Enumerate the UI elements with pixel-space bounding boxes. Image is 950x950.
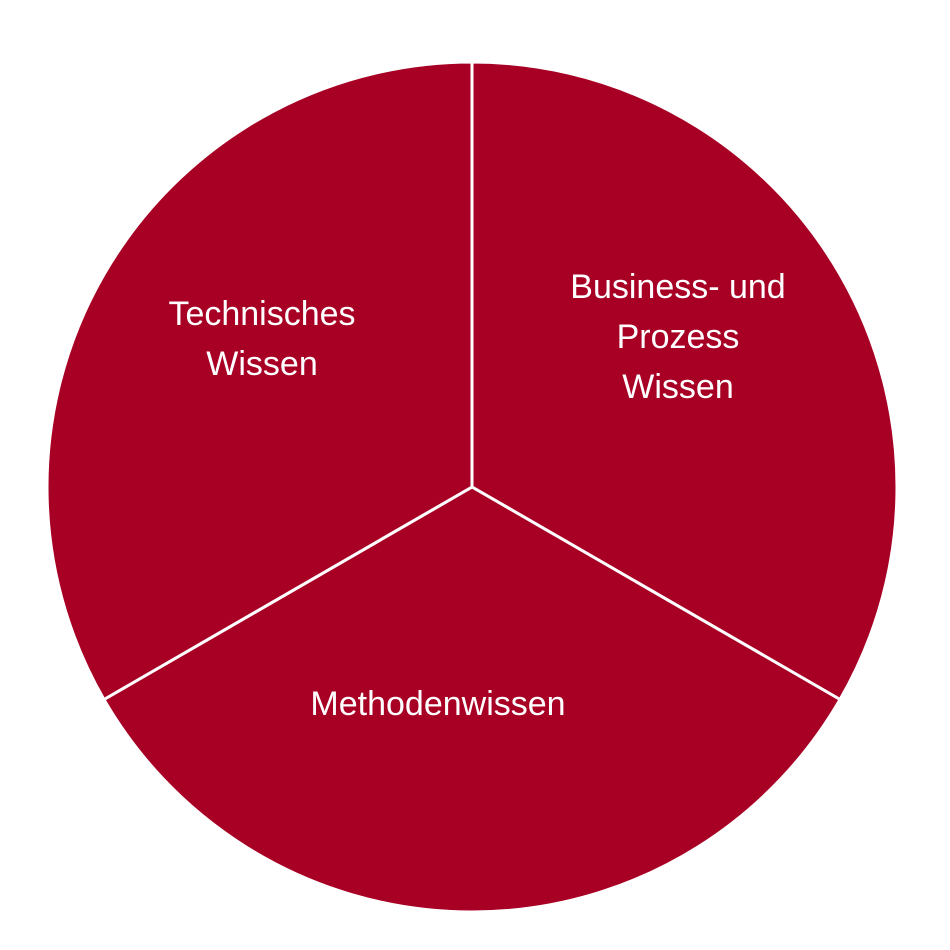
slice-label-methodenwissen: Methodenwissen <box>310 685 565 723</box>
slice-label-line: Business- und <box>570 268 785 306</box>
pie-slice-methodenwissen <box>102 485 842 914</box>
pie-slice-business-prozess <box>470 60 899 701</box>
pie-slices <box>45 60 899 914</box>
pie-slice-technisches <box>45 60 474 701</box>
slice-label-line: Wissen <box>622 368 733 406</box>
slice-label-line: Methodenwissen <box>310 685 565 723</box>
slice-label-line: Prozess <box>617 318 740 356</box>
slice-label-line: Technisches <box>168 295 355 333</box>
slice-label-line: Wissen <box>206 345 317 383</box>
